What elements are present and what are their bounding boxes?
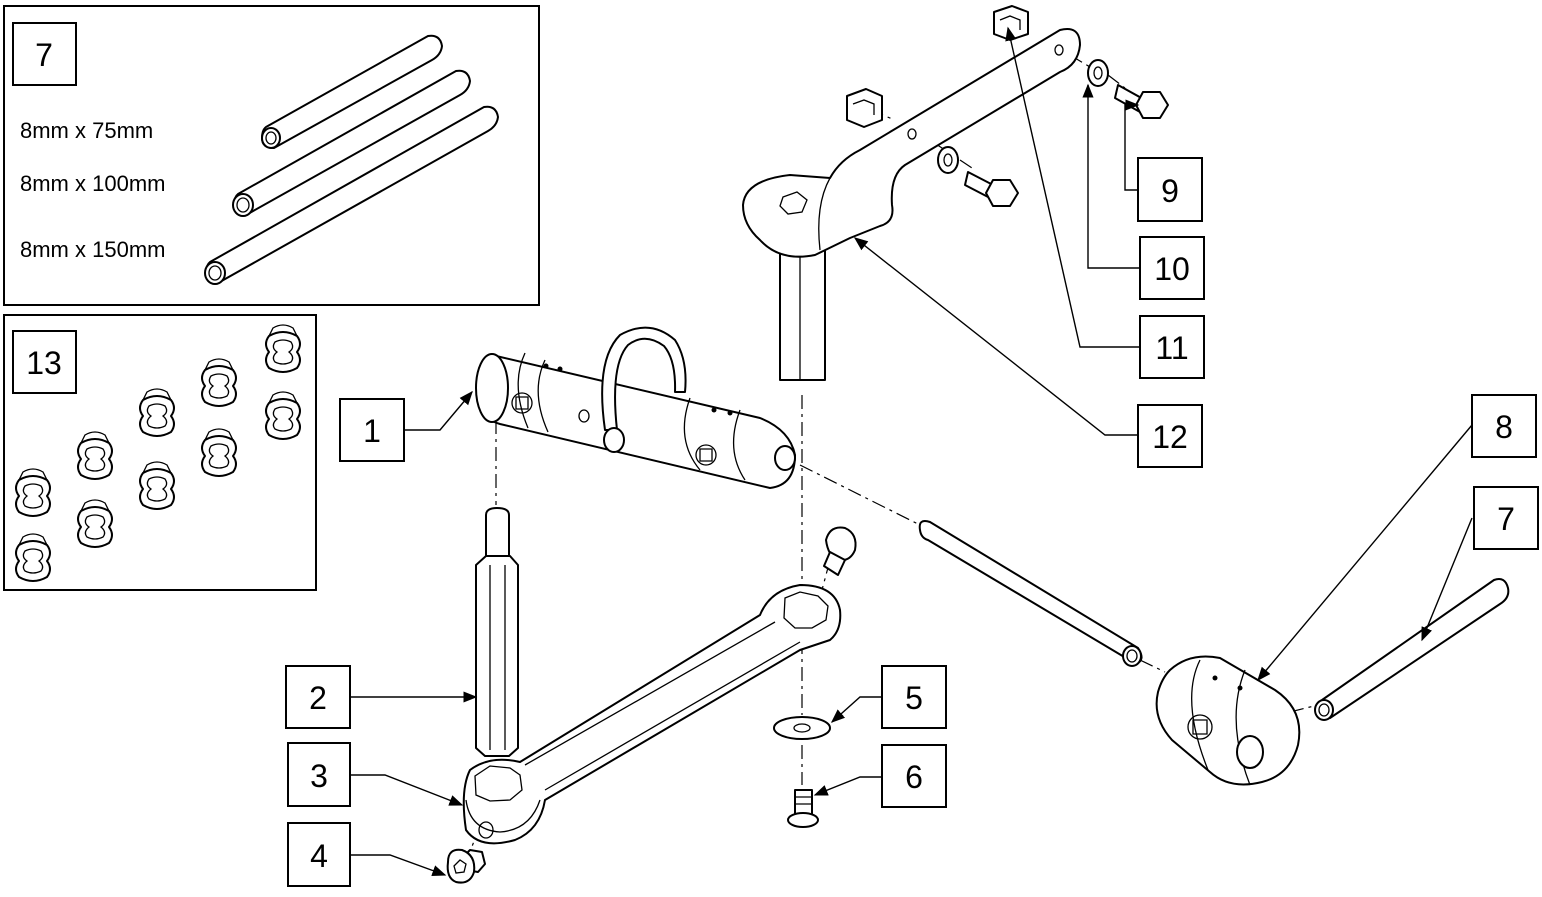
- bolt-9b: [964, 171, 1019, 207]
- set-screw-part-4: [446, 848, 486, 884]
- bracket-part-12: [742, 28, 1081, 381]
- callout-2: 2: [285, 665, 351, 729]
- clamp-body-part-1: [475, 326, 796, 489]
- callout-5: 5: [881, 665, 947, 729]
- arm-link-part-3: [462, 584, 842, 845]
- bolt-9a: [1114, 84, 1169, 119]
- svg-text:8: 8: [1495, 409, 1513, 445]
- clip-icon: [77, 431, 113, 480]
- callout-7: 7: [1473, 486, 1539, 550]
- right-tube: [1314, 578, 1510, 721]
- callout-6: 6: [881, 744, 947, 808]
- svg-text:11: 11: [1155, 330, 1188, 366]
- washer-10a: [1087, 59, 1109, 87]
- tube-100-icon: [232, 69, 471, 217]
- inset-clips: 13: [3, 314, 317, 591]
- callout-1: 1: [339, 398, 405, 462]
- washer-part-5: [773, 716, 831, 740]
- callout-11: 11: [1139, 315, 1205, 379]
- washer-10b: [937, 146, 959, 174]
- leader-lines: [350, 26, 1473, 876]
- svg-text:9: 9: [1161, 173, 1179, 209]
- tube-size-100: 8mm x 100mm: [20, 171, 165, 196]
- callout-4: 4: [287, 822, 351, 887]
- tube-size-150: 8mm x 150mm: [20, 237, 165, 262]
- svg-text:12: 12: [1152, 419, 1188, 455]
- svg-text:4: 4: [310, 838, 328, 874]
- clip-icon: [139, 388, 175, 437]
- clip-icon: [265, 391, 301, 440]
- end-clamp-part-8: [1155, 655, 1301, 786]
- tube-size-75: 8mm x 75mm: [20, 118, 153, 143]
- callout-12: 12: [1137, 404, 1203, 468]
- clip-icon: [201, 358, 237, 407]
- svg-text:3: 3: [310, 758, 328, 794]
- callout-9: 9: [1137, 157, 1203, 222]
- tube-75-icon: [261, 34, 443, 149]
- svg-text:10: 10: [1154, 251, 1190, 287]
- inset-tubes: 7 8mm x 75mm 8mm x 100mm 8mm x 150mm: [3, 5, 540, 306]
- callout-10: 10: [1139, 236, 1205, 300]
- svg-text:6: 6: [905, 759, 923, 795]
- screw-part-6: [787, 789, 819, 828]
- inset-clips-callout: 13: [26, 345, 62, 381]
- clip-icon: [15, 533, 51, 582]
- inset-clips-callout-box: [12, 330, 77, 394]
- clip-icon: [77, 499, 113, 548]
- arm-screw: [823, 526, 857, 576]
- svg-text:7: 7: [1497, 501, 1515, 537]
- callout-8: 8: [1471, 394, 1537, 458]
- slider-block-11a: [993, 5, 1029, 41]
- clip-icon: [265, 324, 301, 373]
- clip-icon: [15, 468, 51, 517]
- inset-tubes-callout: 7: [35, 37, 53, 73]
- clip-icon: [201, 428, 237, 477]
- clip-icon: [139, 461, 175, 510]
- inset-tubes-callout-box: [12, 22, 77, 86]
- slider-block-11b: [846, 88, 883, 128]
- tube-150-icon: [204, 105, 499, 285]
- hex-post-part-2: [475, 507, 519, 757]
- svg-text:1: 1: [363, 413, 381, 449]
- svg-text:2: 2: [309, 680, 327, 716]
- connecting-tube: [918, 520, 1143, 667]
- callout-3: 3: [287, 742, 351, 807]
- svg-text:5: 5: [905, 680, 923, 716]
